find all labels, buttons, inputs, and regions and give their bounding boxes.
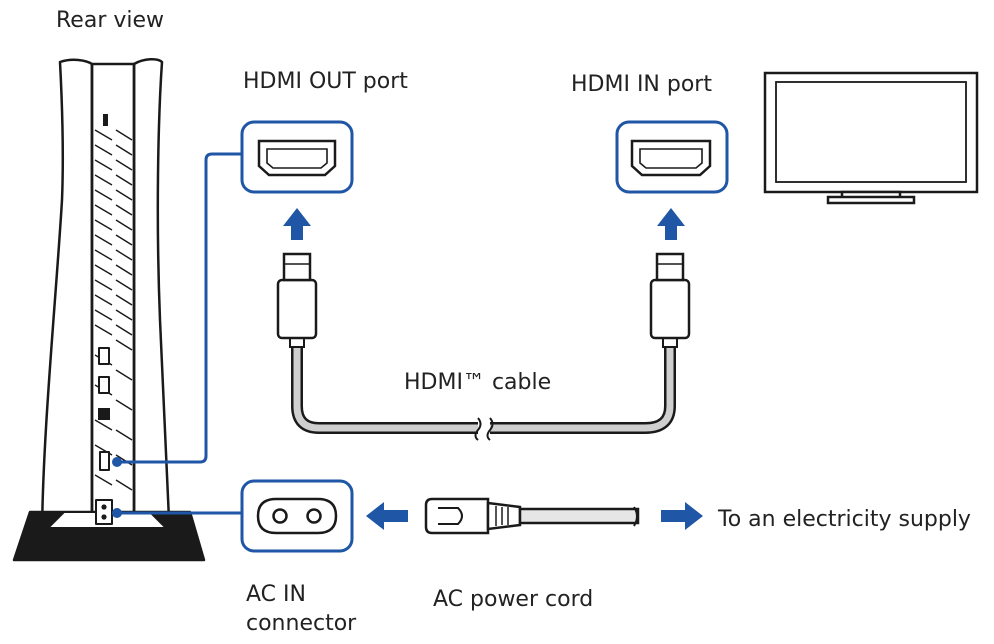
hdmi-out-port-box [240, 120, 354, 194]
console-rear-icon [12, 58, 206, 562]
hdmi-cable [276, 252, 691, 441]
hdmi-out-port-label: HDMI OUT port [243, 69, 408, 94]
ac-power-cord-label: AC power cord [433, 587, 593, 612]
electricity-supply-label: To an electricity supply [717, 507, 971, 532]
hdmi-port-icon [630, 139, 712, 177]
ac-in-label-line1: AC IN [246, 582, 306, 607]
arrow-icon [366, 502, 408, 530]
arrow-icon [283, 208, 311, 240]
ac-in-leader-dot [112, 508, 122, 518]
hdmi-out-leader-line [117, 152, 242, 464]
hdmi-in-port-label: HDMI IN port [571, 72, 712, 97]
tv-icon [763, 71, 979, 205]
hdmi-in-port-box [615, 120, 729, 194]
hdmi-port-icon [257, 139, 337, 177]
ac-power-cord [424, 497, 640, 535]
ac-in-connector-box [240, 479, 354, 553]
rear-view-label: Rear view [56, 8, 164, 33]
hdmi-cable-label: HDMI™ cable [404, 370, 551, 395]
arrow-icon [657, 208, 685, 240]
ac-inlet-icon [256, 497, 338, 535]
arrow-icon [661, 502, 703, 530]
ac-in-label-line2: connector [246, 611, 357, 636]
hdmi-out-leader-dot [112, 457, 122, 467]
